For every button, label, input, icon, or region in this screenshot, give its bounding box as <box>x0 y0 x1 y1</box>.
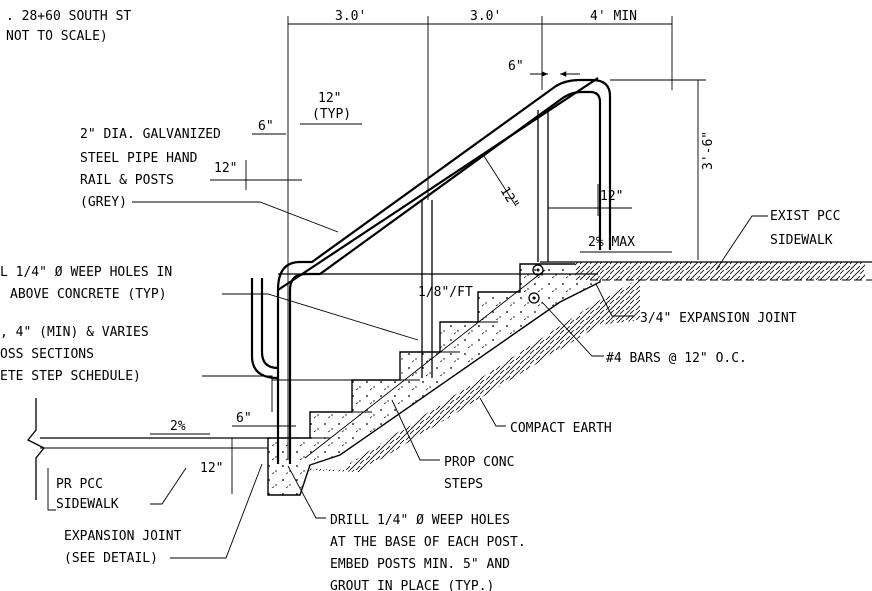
dim-6in-top: 6" <box>508 59 524 74</box>
dim-6in-left: 6" <box>258 119 274 134</box>
note-expansion-joint-bottom: EXPANSION JOINT (SEE DETAIL) <box>64 463 263 566</box>
note-exist-sidewalk: EXIST PCC SIDEWALK <box>715 209 840 271</box>
note-weep-line-2: ABOVE CONCRETE (TYP) <box>10 287 167 302</box>
note-prop-steps: PROP CONC STEPS <box>391 399 514 492</box>
rebar <box>304 264 546 459</box>
note-expansion-bottom-line-1: EXPANSION JOINT <box>64 529 182 544</box>
dim-slope: 1/8"/FT <box>418 285 473 300</box>
note-drill: DRILL 1/4" Ø WEEP HOLES AT THE BASE OF E… <box>287 465 526 591</box>
dim-rail-height: 3'-6" <box>701 131 716 170</box>
concrete-steps <box>267 263 601 496</box>
note-weep-holes: L 1/4" Ø WEEP HOLES IN ABOVE CONCRETE (T… <box>0 265 419 341</box>
note-handrail: 2" DIA. GALVANIZED STEEL PIPE HAND RAIL … <box>80 127 339 233</box>
note-pr-sidewalk: PR PCC SIDEWALK <box>47 467 187 512</box>
note-pr-line-2: SIDEWALK <box>56 497 119 512</box>
dim-3ft-b: 3.0' <box>470 9 501 24</box>
note-step-line-1: , 4" (MIN) & VARIES <box>0 325 149 340</box>
note-expansion-joint-top: 3/4" EXPANSION JOINT <box>595 283 797 326</box>
note-exist-line-1: EXIST PCC <box>770 209 840 224</box>
rail-height-dimension: 3'-6" <box>610 79 716 260</box>
note-bars-text: #4 BARS @ 12" O.C. <box>606 351 747 366</box>
note-step-schedule: , 4" (MIN) & VARIES OSS SECTIONS ETE STE… <box>0 325 352 412</box>
note-weep-line-1: L 1/4" Ø WEEP HOLES IN <box>0 265 172 280</box>
proposed-sidewalk <box>26 398 268 500</box>
note-drill-line-1: DRILL 1/4" Ø WEEP HOLES <box>330 513 510 528</box>
note-bars: #4 BARS @ 12" O.C. <box>541 301 747 366</box>
drawing-title: . 28+60 SOUTH ST NOT TO SCALE) <box>6 9 131 44</box>
note-prop-line-1: PROP CONC <box>444 455 514 470</box>
step-risers <box>310 321 498 439</box>
top-dimensions: 3.0' 3.0' 4' MIN <box>287 9 673 460</box>
handrail <box>250 77 612 464</box>
compact-earth-fill <box>300 278 640 472</box>
note-drill-line-2: AT THE BASE OF EACH POST. <box>330 535 526 550</box>
title-line-2: NOT TO SCALE) <box>6 29 108 44</box>
dim-6in-bottom: 6" <box>236 411 252 426</box>
note-step-line-3: ETE STEP SCHEDULE) <box>0 369 141 384</box>
note-pr-line-1: PR PCC <box>56 477 103 492</box>
note-handrail-line-2: STEEL PIPE HAND <box>80 151 198 166</box>
dim-2pct: 2% <box>170 419 186 434</box>
existing-sidewalk <box>540 261 872 281</box>
dim-12in-left: 12" <box>214 161 237 176</box>
title-line-1: . 28+60 SOUTH ST <box>6 9 131 24</box>
note-handrail-line-3: RAIL & POSTS <box>80 173 174 188</box>
dim-12in-bottom: 12" <box>200 461 223 476</box>
dim-12in-typ: 12" <box>318 91 341 106</box>
dim-typ: (TYP) <box>312 107 351 122</box>
note-handrail-line-1: 2" DIA. GALVANIZED <box>80 127 221 142</box>
note-expansion-top: 3/4" EXPANSION JOINT <box>640 311 797 326</box>
note-compact-earth: COMPACT EARTH <box>479 397 612 436</box>
dim-12in-diag: 12" <box>497 184 522 212</box>
note-drill-line-3: EMBED POSTS MIN. 5" AND <box>330 557 510 572</box>
note-compact-earth-text: COMPACT EARTH <box>510 421 612 436</box>
note-step-line-2: OSS SECTIONS <box>0 347 94 362</box>
dim-3ft-a: 3.0' <box>335 9 366 24</box>
note-expansion-bottom-line-2: (SEE DETAIL) <box>64 551 158 566</box>
dim-12in-right: 12" <box>600 189 623 204</box>
note-prop-line-2: STEPS <box>444 477 483 492</box>
dim-4ft-min: 4' MIN <box>590 9 637 24</box>
misc-dimensions: 6" 12" (TYP) 6" 12" 12" 12" 2% MAX 1/8"/… <box>150 59 672 494</box>
note-drill-line-4: GROUT IN PLACE (TYP.) <box>330 579 494 591</box>
dim-2pct-max: 2% MAX <box>588 235 635 250</box>
note-exist-line-2: SIDEWALK <box>770 233 833 248</box>
note-handrail-line-4: (GREY) <box>80 195 127 210</box>
